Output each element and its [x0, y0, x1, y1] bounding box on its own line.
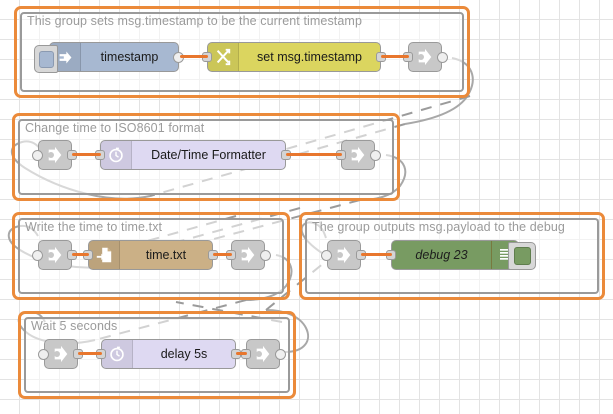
file-write-icon — [89, 241, 120, 269]
input-port[interactable] — [38, 349, 49, 360]
node-label: Date/Time Formatter — [151, 148, 266, 162]
wire-linkin-to-file — [72, 253, 89, 256]
swap-arrows-icon — [208, 43, 239, 71]
node-link-in-4[interactable] — [38, 339, 83, 369]
node-link-in-3[interactable] — [321, 240, 366, 270]
node-link-out-4[interactable] — [241, 339, 286, 369]
node-link-out-3[interactable] — [226, 240, 271, 270]
group-label: The group outputs msg.payload to the deb… — [312, 220, 565, 234]
debug-list-icon — [492, 241, 518, 269]
node-link-in-2[interactable] — [32, 240, 77, 270]
link-in-icon — [53, 345, 68, 363]
group-iso8601[interactable]: Change time to ISO8601 format — [12, 113, 400, 201]
link-out-icon — [350, 146, 365, 164]
node-link-out-2[interactable] — [336, 140, 381, 170]
node-delay-5s[interactable]: delay 5s — [96, 339, 241, 369]
group-label: Wait 5 seconds — [31, 319, 118, 333]
wire-delay-to-linkout — [236, 352, 247, 355]
link-out-icon — [240, 246, 255, 264]
node-label: debug 23 — [415, 248, 468, 262]
clock-icon — [101, 141, 132, 169]
node-file-write[interactable]: time.txt — [83, 240, 218, 270]
clock-icon — [102, 340, 133, 368]
wire-linkin-to-debug — [361, 253, 392, 256]
wire-linkin-to-delay — [78, 352, 102, 355]
output-port[interactable] — [275, 349, 286, 360]
wire-change-to-linkout — [381, 55, 409, 58]
group-label: Write the time to time.txt — [25, 220, 163, 234]
input-port[interactable] — [32, 150, 43, 161]
node-datetime-formatter[interactable]: Date/Time Formatter — [95, 140, 291, 170]
link-out-icon — [417, 48, 432, 66]
input-port[interactable] — [32, 250, 43, 261]
group-inner-border — [18, 119, 394, 195]
inject-button-square-icon — [38, 50, 54, 68]
wire-file-to-linkout — [213, 253, 232, 256]
debug-toggle-button[interactable] — [508, 242, 536, 270]
debug-separator — [491, 241, 492, 269]
link-in-icon — [47, 146, 62, 164]
output-port[interactable] — [260, 250, 271, 261]
input-port[interactable] — [321, 250, 332, 261]
link-in-icon — [47, 246, 62, 264]
wire-inject-to-change — [180, 55, 208, 58]
inject-trigger-button[interactable] — [34, 45, 58, 73]
wire-linkin-to-datetime — [72, 153, 101, 156]
node-link-in-1[interactable] — [32, 140, 77, 170]
node-label: timestamp — [100, 50, 159, 64]
group-label: This group sets msg.timestamp to be the … — [27, 14, 362, 28]
node-change-set-timestamp[interactable]: set msg.timestamp — [202, 42, 386, 72]
wire-datetime-to-linkout — [286, 153, 342, 156]
node-inject-timestamp[interactable]: timestamp — [34, 42, 184, 73]
debug-toggle-square-icon — [513, 247, 531, 265]
output-port[interactable] — [370, 150, 381, 161]
node-label: time.txt — [145, 248, 187, 262]
link-out-icon — [255, 345, 270, 363]
node-link-out-1[interactable] — [403, 42, 448, 72]
node-debug-23[interactable]: debug 23 — [386, 240, 536, 270]
node-label: delay 5s — [160, 347, 208, 361]
output-port[interactable] — [437, 52, 448, 63]
group-label: Change time to ISO8601 format — [25, 121, 205, 135]
node-label: set msg.timestamp — [257, 50, 362, 64]
link-in-icon — [336, 246, 351, 264]
